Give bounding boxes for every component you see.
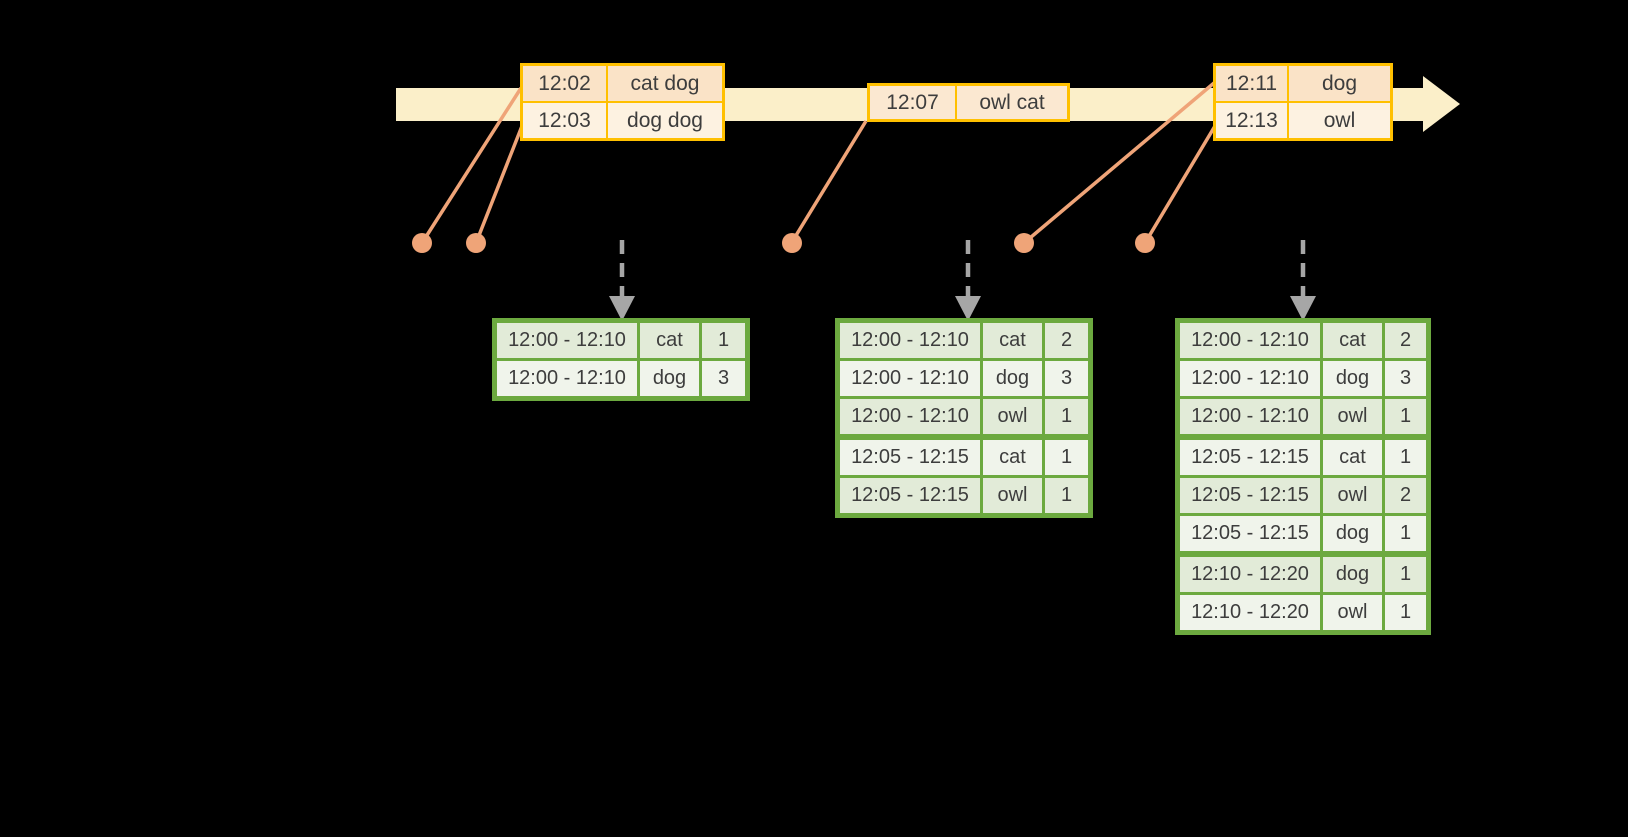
result-row: 12:00 - 12:10 owl 1 xyxy=(1180,399,1426,434)
count-cell: 2 xyxy=(1045,323,1088,358)
word-cell: dog xyxy=(1323,516,1382,551)
event-words-cell: dog dog xyxy=(608,103,722,138)
window-cell: 12:00 - 12:10 xyxy=(497,323,637,358)
result-row: 12:05 - 12:15 dog 1 xyxy=(1180,516,1426,551)
result-row: 12:00 - 12:10 dog 3 xyxy=(497,361,745,396)
trigger-arrow-head xyxy=(955,296,981,321)
result-row: 12:10 - 12:20 owl 1 xyxy=(1180,595,1426,630)
result-row: 12:00 - 12:10 cat 2 xyxy=(1180,323,1426,358)
event-row: 12:07 owl cat xyxy=(870,86,1067,119)
window-cell: 12:05 - 12:15 xyxy=(840,440,980,475)
event-dot xyxy=(466,233,486,253)
count-cell: 1 xyxy=(1045,440,1088,475)
count-cell: 1 xyxy=(1385,399,1426,434)
window-cell: 12:00 - 12:10 xyxy=(840,361,980,396)
word-cell: owl xyxy=(1323,595,1382,630)
event-words-cell: dog xyxy=(1289,66,1390,101)
count-cell: 1 xyxy=(1045,478,1088,513)
count-cell: 1 xyxy=(1045,399,1088,434)
result-row: 12:05 - 12:15 cat 1 xyxy=(1180,440,1426,475)
window-cell: 12:00 - 12:10 xyxy=(840,399,980,434)
word-cell: dog xyxy=(1323,557,1382,592)
count-cell: 3 xyxy=(1045,361,1088,396)
word-cell: owl xyxy=(1323,478,1382,513)
event-words-cell: owl xyxy=(1289,103,1390,138)
event-dot xyxy=(1014,233,1034,253)
window-cell: 12:00 - 12:10 xyxy=(1180,361,1320,396)
window-cell: 12:10 - 12:20 xyxy=(1180,557,1320,592)
event-table-1: 12:02 cat dog 12:03 dog dog xyxy=(520,63,725,141)
event-time-cell: 12:13 xyxy=(1216,103,1287,138)
event-time-cell: 12:07 xyxy=(870,86,955,119)
window-cell: 12:05 - 12:15 xyxy=(1180,478,1320,513)
event-row: 12:03 dog dog xyxy=(523,103,722,138)
word-cell: cat xyxy=(1323,323,1382,358)
word-cell: dog xyxy=(983,361,1042,396)
word-cell: dog xyxy=(1323,361,1382,396)
window-cell: 12:00 - 12:10 xyxy=(1180,399,1320,434)
word-cell: owl xyxy=(983,478,1042,513)
window-cell: 12:05 - 12:15 xyxy=(1180,440,1320,475)
result-table-3: 12:00 - 12:10 cat 2 12:00 - 12:10 dog 3 … xyxy=(1175,318,1431,635)
event-row: 12:13 owl xyxy=(1216,103,1390,138)
word-cell: cat xyxy=(983,440,1042,475)
result-table-2: 12:00 - 12:10 cat 2 12:00 - 12:10 dog 3 … xyxy=(835,318,1093,518)
event-timeline-arrowhead xyxy=(1423,76,1460,132)
event-dot xyxy=(412,233,432,253)
result-row: 12:00 - 12:10 cat 2 xyxy=(840,323,1088,358)
word-cell: dog xyxy=(640,361,699,396)
count-cell: 1 xyxy=(702,323,745,358)
event-connector-line xyxy=(1143,125,1217,244)
event-connector-line xyxy=(420,87,523,244)
count-cell: 1 xyxy=(1385,440,1426,475)
event-connector-line xyxy=(790,120,868,243)
event-dot xyxy=(782,233,802,253)
result-row: 12:00 - 12:10 cat 1 xyxy=(497,323,745,358)
word-cell: cat xyxy=(640,323,699,358)
result-table-1: 12:00 - 12:10 cat 1 12:00 - 12:10 dog 3 xyxy=(492,318,750,401)
event-table-3: 12:11 dog 12:13 owl xyxy=(1213,63,1393,141)
event-time-cell: 12:02 xyxy=(523,66,606,101)
window-cell: 12:00 - 12:10 xyxy=(497,361,637,396)
window-cell: 12:05 - 12:15 xyxy=(840,478,980,513)
count-cell: 3 xyxy=(1385,361,1426,396)
event-time-cell: 12:03 xyxy=(523,103,606,138)
word-cell: cat xyxy=(983,323,1042,358)
result-row: 12:00 - 12:10 dog 3 xyxy=(840,361,1088,396)
event-time-cell: 12:11 xyxy=(1216,66,1287,101)
event-dot xyxy=(1135,233,1155,253)
result-row: 12:00 - 12:10 dog 3 xyxy=(1180,361,1426,396)
count-cell: 1 xyxy=(1385,516,1426,551)
count-cell: 2 xyxy=(1385,323,1426,358)
result-row: 12:05 - 12:15 cat 1 xyxy=(840,440,1088,475)
count-cell: 1 xyxy=(1385,557,1426,592)
event-words-cell: cat dog xyxy=(608,66,722,101)
count-cell: 1 xyxy=(1385,595,1426,630)
event-table-2: 12:07 owl cat xyxy=(867,83,1070,122)
word-cell: owl xyxy=(983,399,1042,434)
result-row: 12:05 - 12:15 owl 2 xyxy=(1180,478,1426,513)
count-cell: 2 xyxy=(1385,478,1426,513)
window-cell: 12:05 - 12:15 xyxy=(1180,516,1320,551)
window-cell: 12:00 - 12:10 xyxy=(840,323,980,358)
event-connector-line xyxy=(1022,81,1216,245)
result-row: 12:00 - 12:10 owl 1 xyxy=(840,399,1088,434)
event-connector-line xyxy=(474,125,524,244)
event-row: 12:11 dog xyxy=(1216,66,1390,101)
event-row: 12:02 cat dog xyxy=(523,66,722,101)
word-cell: owl xyxy=(1323,399,1382,434)
count-cell: 3 xyxy=(702,361,745,396)
trigger-arrow-head xyxy=(609,296,635,321)
window-cell: 12:10 - 12:20 xyxy=(1180,595,1320,630)
result-row: 12:10 - 12:20 dog 1 xyxy=(1180,557,1426,592)
trigger-arrow-head xyxy=(1290,296,1316,321)
event-words-cell: owl cat xyxy=(957,86,1067,119)
window-cell: 12:00 - 12:10 xyxy=(1180,323,1320,358)
word-cell: cat xyxy=(1323,440,1382,475)
result-row: 12:05 - 12:15 owl 1 xyxy=(840,478,1088,513)
